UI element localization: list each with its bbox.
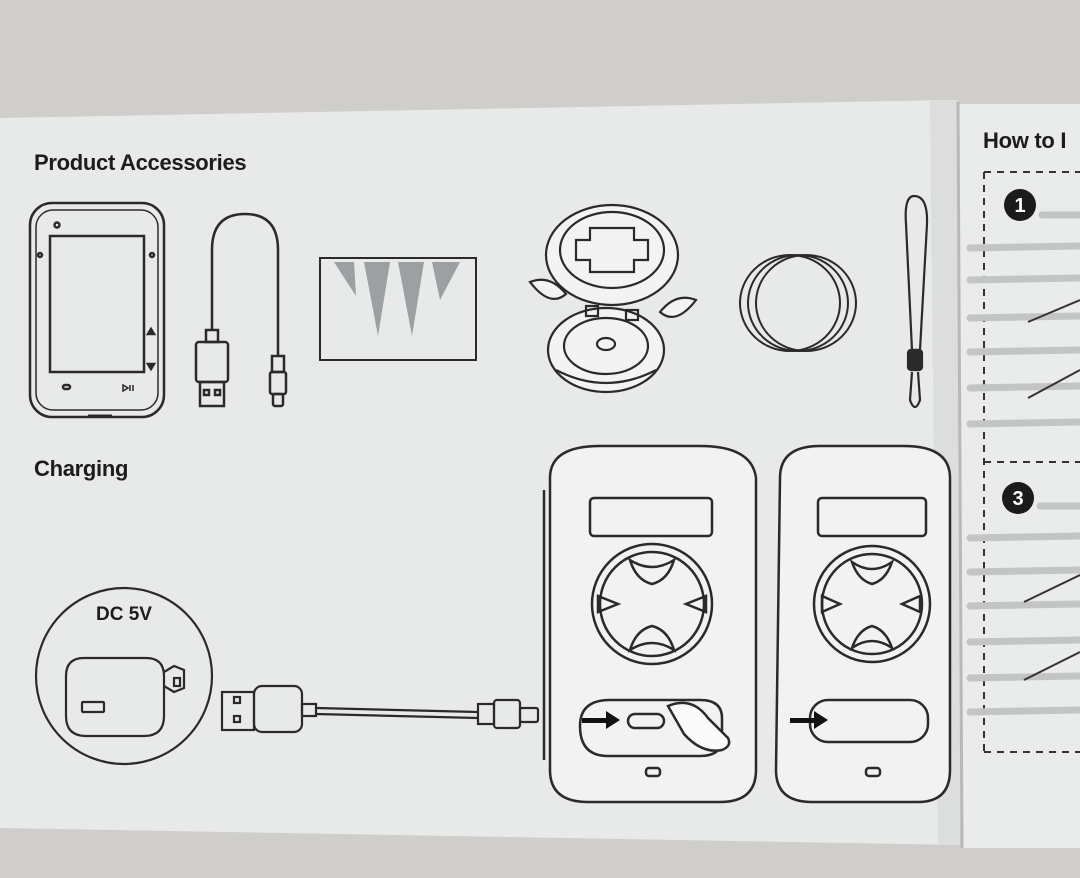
device-back-closed-port xyxy=(774,444,952,804)
install-section-title: How to I xyxy=(983,128,1067,153)
charge-port-arrow-icon-2 xyxy=(790,711,828,729)
product-accessories-title: Product Accessories xyxy=(34,150,247,175)
adapter-voltage-label: DC 5V xyxy=(96,604,152,625)
step-1-badge xyxy=(1004,189,1036,221)
lanyard-icon xyxy=(904,194,929,409)
bike-mount-icon xyxy=(528,203,698,394)
charging-cable-icon xyxy=(220,684,540,734)
right-page xyxy=(958,104,1080,848)
screen-protector-icon xyxy=(319,257,477,361)
step-boxes xyxy=(983,171,1080,753)
rubber-bands-icon xyxy=(739,254,857,352)
usb-cable-icon xyxy=(194,212,288,408)
wall-adapter-icon xyxy=(34,586,214,766)
device-back-open-port xyxy=(542,444,758,804)
charge-port-arrow-icon xyxy=(582,711,620,729)
bike-computer-icon xyxy=(28,201,166,419)
charging-title: Charging xyxy=(34,456,129,481)
step-3-badge xyxy=(1002,482,1034,514)
